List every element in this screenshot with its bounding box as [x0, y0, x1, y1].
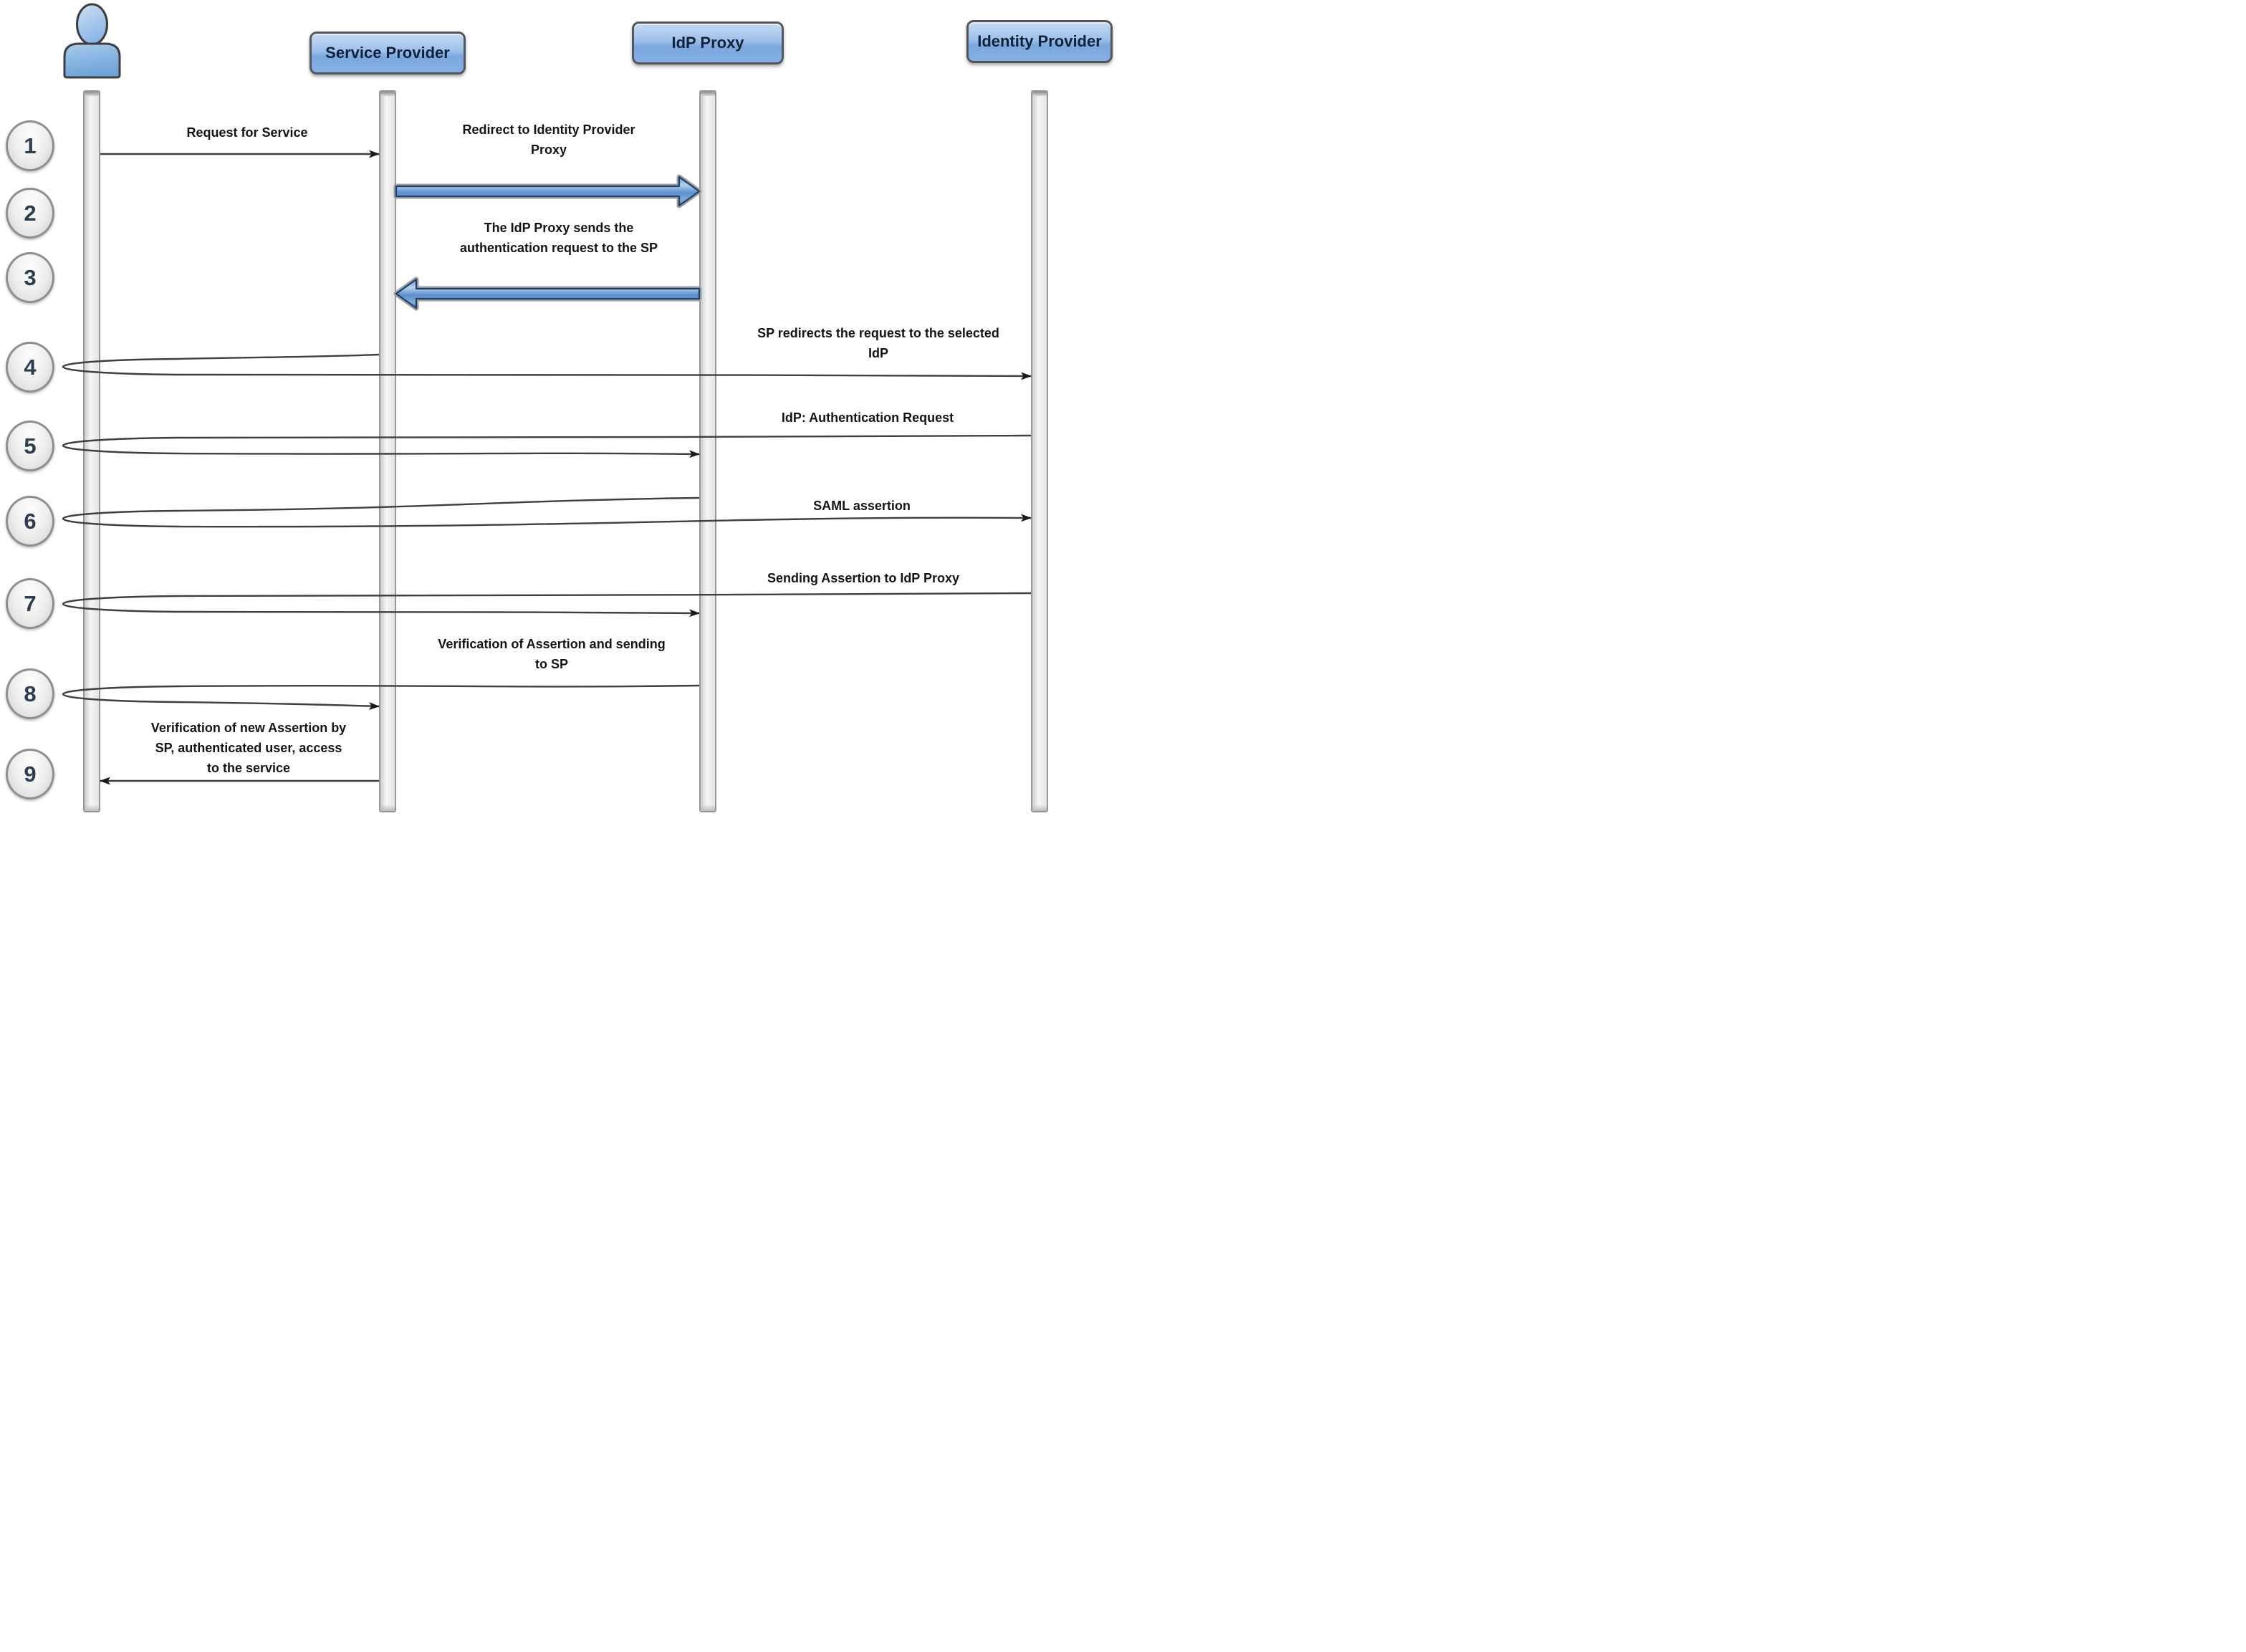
lifeline-cap [380, 92, 395, 96]
step-circle-3: 3 [6, 252, 54, 303]
step-circle-1: 1 [6, 120, 54, 171]
message-8-label: Verification of Assertion and sending to… [438, 637, 666, 671]
message-6-hairpin-arrow [62, 496, 1032, 528]
lifeline-foot [701, 805, 715, 811]
sequence-diagram: Service Provider IdP Proxy Identity Prov… [0, 0, 1123, 826]
lifeline-cap [701, 92, 715, 96]
message-1-label: Request for Service [186, 125, 308, 140]
idp_proxy-lifeline [699, 90, 716, 812]
message-5-hairpin-arrow [62, 434, 1032, 458]
lifeline-foot [85, 805, 99, 811]
message-8-hairpin-arrow [62, 684, 700, 711]
step-circle-5: 5 [6, 421, 54, 471]
message-3-label: The IdP Proxy sends the authentication r… [459, 221, 658, 255]
lifeline-foot [380, 805, 395, 811]
message-2-block-arrow [395, 176, 701, 207]
actor-label-idp-proxy: IdP Proxy [671, 34, 744, 52]
step-circle-9: 9 [6, 749, 54, 799]
step-circle-8: 8 [6, 668, 54, 719]
message-7-hairpin-arrow [62, 592, 1032, 618]
lifeline-cap [85, 92, 99, 96]
actor-label-identity-provider: Identity Provider [977, 32, 1102, 50]
message-5-label: IdP: Authentication Request [781, 410, 954, 425]
message-4-hairpin-arrow [62, 353, 1032, 380]
actor-box-identity-provider: Identity Provider [966, 20, 1113, 63]
step-circle-2: 2 [6, 188, 54, 239]
sp-lifeline [379, 90, 396, 812]
user-actor [63, 3, 121, 79]
step-circle-4: 4 [6, 342, 54, 393]
message-3-block-arrow [395, 278, 701, 309]
step-circle-6: 6 [6, 496, 54, 547]
message-6-label: SAML assertion [813, 499, 911, 513]
actor-box-idp-proxy: IdP Proxy [632, 21, 784, 64]
connector-layer [62, 150, 1032, 785]
actor-box-service-provider: Service Provider [309, 32, 466, 75]
person-icon [63, 3, 121, 79]
actor-label-service-provider: Service Provider [325, 44, 450, 62]
step-circle-7: 7 [6, 578, 54, 629]
message-9-label: Verification of new Assertion by SP, aut… [150, 721, 347, 775]
message-7-label: Sending Assertion to IdP Proxy [767, 571, 960, 585]
message-4-label: SP redirects the request to the selected… [757, 326, 999, 360]
lifeline-cap [1032, 92, 1047, 96]
idp-lifeline [1031, 90, 1048, 812]
message-2-label: Redirect to Identity Provider Proxy [462, 123, 635, 157]
lifeline-foot [1032, 805, 1047, 811]
